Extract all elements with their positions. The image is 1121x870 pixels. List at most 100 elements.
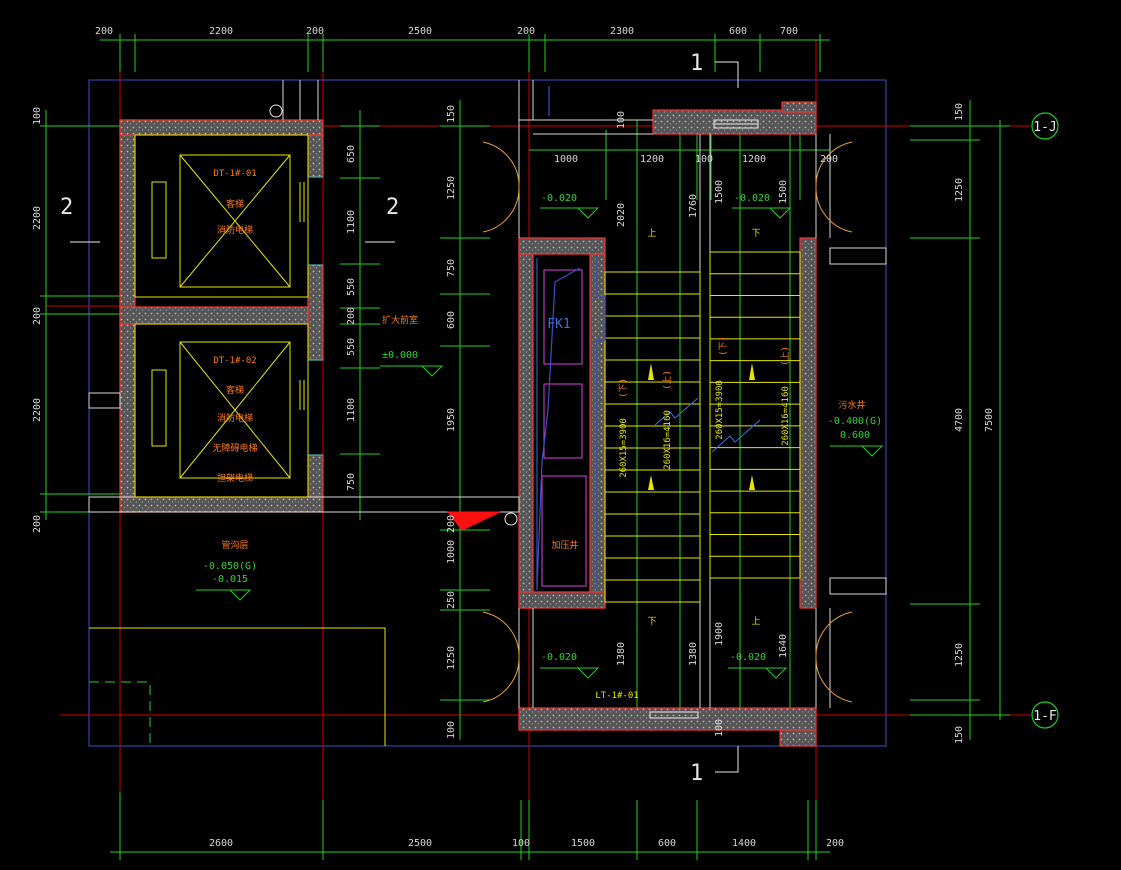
dim-top: 2300 (610, 26, 634, 37)
svg-text:1250: 1250 (446, 176, 457, 200)
svg-text:150: 150 (954, 103, 965, 121)
svg-text:750: 750 (446, 259, 457, 277)
dim-top: 200 (517, 26, 535, 37)
walls (119, 101, 817, 747)
stair-up-2: 上 (751, 616, 760, 627)
axis-lines (46, 40, 1030, 860)
dim-bottom: 2500 (408, 838, 432, 849)
stair-down-1: 下 (751, 229, 760, 239)
svg-text:1500: 1500 (714, 180, 725, 204)
stair-paren-1: (下) (619, 378, 629, 398)
svg-text:100: 100 (32, 107, 43, 125)
svg-text:1250: 1250 (954, 178, 965, 202)
elevator2-l1: 客梯 (226, 384, 244, 396)
elevator2-l2: 消防电梯 (217, 412, 253, 424)
dimension-lines (40, 34, 1010, 860)
dim-top: 700 (780, 26, 798, 37)
stair-arrows (648, 363, 755, 490)
elevator-cars (134, 134, 309, 498)
lower-left-dashed (89, 681, 151, 746)
section-mark-2-right: 2 (386, 195, 399, 220)
dims-left: 100 2200 200 2200 200 (32, 107, 43, 533)
svg-text:1380: 1380 (616, 642, 627, 666)
elevator-door-frames (308, 176, 323, 456)
dim-top: 2200 (209, 26, 233, 37)
blue-shaft (536, 86, 606, 590)
axis-label-top: 1-J (1033, 120, 1056, 135)
svg-text:1640: 1640 (778, 634, 789, 658)
pipe-circle-lobby (504, 512, 518, 526)
dim-bottom: 600 (658, 838, 676, 849)
level-bottom-left: -0.020 (541, 652, 577, 663)
dims-stair-v: 100 2020 1760 1500 1500 1380 1380 1900 1… (616, 111, 789, 737)
stair-paren-3: (下) (719, 336, 729, 356)
svg-text:100: 100 (616, 111, 627, 129)
left-room-level1: -0.050(G) (203, 561, 257, 572)
svg-text:1250: 1250 (446, 646, 457, 670)
lobby-level: ±0.000 (382, 350, 418, 361)
elevator2-l3: 无障碍电梯 (212, 442, 257, 454)
level-marker (728, 667, 788, 679)
stair-window-top (713, 119, 759, 129)
section-lines (70, 61, 739, 773)
svg-text:1760: 1760 (688, 194, 699, 218)
stair-run-4: 260X16=4160 (781, 386, 791, 446)
stair-run-1: 260X15=3900 (619, 418, 629, 478)
svg-text:200: 200 (32, 307, 43, 325)
dims-stair-top: 1000 1200 100 1200 200 (554, 154, 838, 165)
shaft-label: 加压井 (551, 539, 578, 551)
svg-text:200: 200 (346, 307, 357, 325)
elevator1-l1: 客梯 (226, 198, 244, 210)
level-top-right: -0.020 (734, 193, 770, 204)
svg-text:1950: 1950 (446, 408, 457, 432)
svg-text:1200: 1200 (742, 154, 766, 165)
svg-text:2200: 2200 (32, 398, 43, 422)
svg-text:250: 250 (446, 591, 457, 609)
right-room-level1: -0.400(G) (828, 416, 882, 427)
right-room-name: 污水井 (838, 399, 865, 411)
svg-text:100: 100 (714, 719, 725, 737)
svg-text:550: 550 (346, 278, 357, 296)
pipe-circle-top (269, 104, 283, 118)
elevator1-l2: 消防电梯 (217, 224, 253, 236)
stair-run-2: 260X16=4160 (663, 410, 673, 470)
section-mark-2-left: 2 (60, 195, 73, 220)
stair-treads (605, 251, 800, 603)
dim-top: 200 (306, 26, 324, 37)
dims-right: 150 1250 4700 7500 1250 150 (954, 103, 995, 744)
lobby-name: 扩大前室 (382, 314, 418, 326)
svg-text:100: 100 (446, 721, 457, 739)
svg-text:750: 750 (346, 473, 357, 491)
svg-text:7500: 7500 (984, 408, 995, 432)
outer-boundary (88, 79, 887, 747)
stair-down-2: 下 (647, 617, 656, 627)
level-marker-left (196, 589, 252, 601)
left-room-name: 管沟层 (221, 539, 248, 551)
dim-bottom: 100 (512, 838, 530, 849)
svg-text:1100: 1100 (346, 210, 357, 234)
red-marker (446, 511, 501, 531)
svg-text:4700: 4700 (954, 408, 965, 432)
level-marker-right (830, 445, 884, 457)
dim-bottom: 1400 (732, 838, 756, 849)
elevator2-code: DT-1#-02 (213, 356, 256, 366)
fk1-label: FK1 (547, 317, 570, 332)
shaft-boxes (541, 269, 587, 587)
level-bottom-right: -0.020 (730, 652, 766, 663)
level-marker (540, 207, 600, 219)
svg-text:1000: 1000 (554, 154, 578, 165)
right-room-level2: 0.600 (840, 430, 870, 441)
svg-text:1250: 1250 (954, 643, 965, 667)
break-lines (654, 397, 761, 453)
stair-outline (604, 251, 801, 603)
svg-text:100: 100 (695, 154, 713, 165)
svg-text:2200: 2200 (32, 206, 43, 230)
level-top-left: -0.020 (541, 193, 577, 204)
dims-mid-left: 650 1100 550 200 550 1100 750 (346, 145, 357, 491)
svg-text:200: 200 (32, 515, 43, 533)
svg-text:200: 200 (446, 515, 457, 533)
svg-text:150: 150 (954, 726, 965, 744)
stair-paren-2: (上) (662, 370, 673, 390)
stair-run-3: 260X15=3900 (715, 380, 725, 440)
